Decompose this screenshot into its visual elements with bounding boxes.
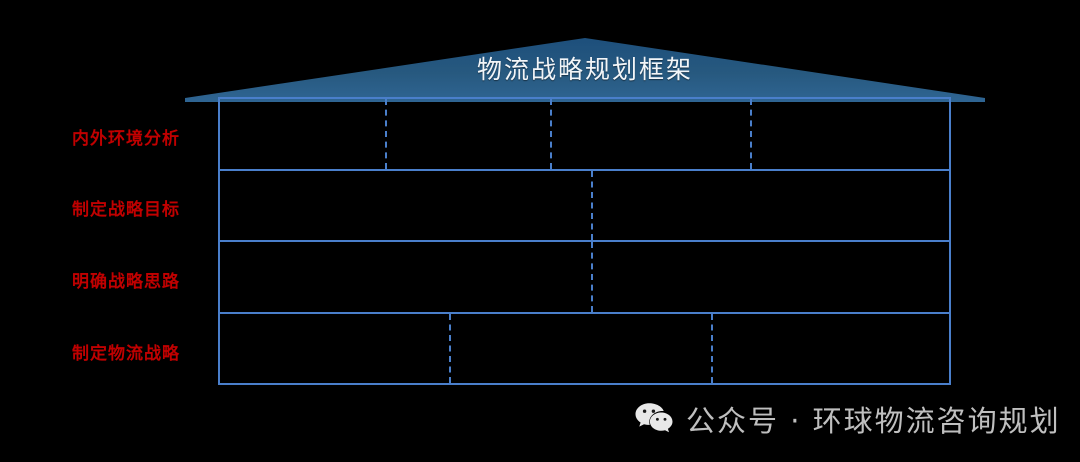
stage-label-environment-analysis: 内外环境分析	[72, 129, 180, 149]
grid-row-strategic-approach	[220, 242, 949, 314]
cell-divider	[591, 242, 594, 312]
cell-divider	[550, 99, 553, 169]
grid-row-strategic-goals	[220, 171, 949, 242]
stage-label-strategic-approach: 明确战略思路	[72, 272, 180, 292]
grid-row-environment-analysis	[220, 99, 949, 171]
framework-grid	[218, 97, 951, 385]
grid-row-logistics-strategy	[220, 314, 949, 383]
stage-label-strategic-goals: 制定战略目标	[72, 200, 180, 220]
cell-divider	[710, 314, 713, 383]
wechat-icon-glyph	[635, 403, 673, 433]
watermark: 公众号 · 环球物流咨询规划	[634, 398, 1061, 440]
watermark-text: 公众号 · 环球物流咨询规划	[686, 404, 1061, 438]
cell-divider	[384, 99, 387, 169]
cell-divider	[448, 314, 451, 383]
diagram-title: 物流战略规划框架	[476, 55, 693, 84]
roof-polygon	[185, 38, 985, 102]
stage-label-logistics-strategy: 制定物流战略	[72, 344, 180, 364]
cell-divider	[749, 99, 752, 169]
wechat-icon	[634, 402, 674, 436]
roof-shape	[185, 38, 985, 102]
cell-divider	[591, 171, 594, 240]
